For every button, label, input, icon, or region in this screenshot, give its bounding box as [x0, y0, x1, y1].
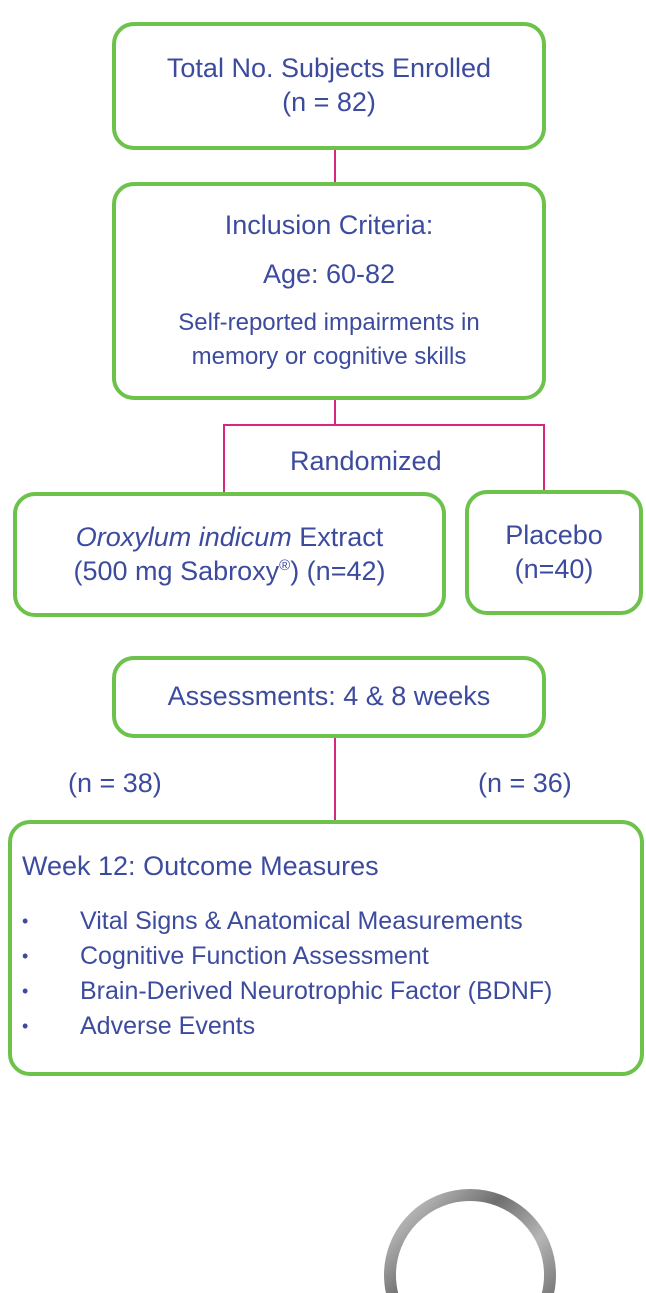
treatment-line-1: Oroxylum indicum Extract: [76, 521, 384, 555]
enrolled-count: (n = 82): [282, 87, 376, 117]
bullet-icon: •: [22, 980, 29, 1001]
outcome-measures-box: Week 12: Outcome Measures • Vital Signs &…: [8, 820, 644, 1076]
inclusion-line-1: Self-reported impairments in: [178, 309, 480, 337]
connector-assess-outcomes: [334, 738, 336, 820]
assessments-box: Assessments: 4 & 8 weeks: [112, 656, 546, 738]
outcome-item: Vital Signs & Anatomical Measurements: [80, 906, 523, 935]
treatment-line-2: (500 mg Sabroxy®) (n=42): [74, 555, 386, 589]
connector-inclusion-split: [334, 400, 336, 426]
inclusion-criteria-box: Inclusion Criteria: Age: 60-82 Self-repo…: [112, 182, 546, 400]
registered-mark: ®: [279, 556, 291, 574]
outcomes-list: • Vital Signs & Anatomical Measurements •…: [22, 904, 552, 1044]
outcome-item: Brain-Derived Neurotrophic Factor (BDNF): [80, 976, 553, 1005]
inclusion-line-2: memory or cognitive skills: [191, 342, 467, 370]
enrolled-title: Total No. Subjects Enrolled: [166, 53, 492, 84]
ring-icon: [384, 1189, 556, 1293]
treatment-arm-box: Oroxylum indicum Extract (500 mg Sabroxy…: [13, 492, 446, 617]
placebo-arm-box: Placebo (n=40): [465, 490, 643, 615]
placebo-completed-count: (n = 36): [478, 768, 572, 798]
list-item: • Vital Signs & Anatomical Measurements: [22, 904, 552, 939]
bullet-icon: •: [22, 910, 29, 931]
placebo-count: (n=40): [514, 553, 594, 584]
inclusion-age: Age: 60-82: [262, 259, 396, 290]
connector-right-drop: [543, 424, 545, 492]
outcome-item: Adverse Events: [80, 1011, 256, 1040]
list-item: • Adverse Events: [22, 1009, 552, 1044]
connector-enrolled-inclusion: [334, 150, 336, 182]
list-item: • Brain-Derived Neurotrophic Factor (BDNF…: [22, 974, 552, 1009]
outcome-item: Cognitive Function Assessment: [80, 941, 429, 970]
enrolled-box: Total No. Subjects Enrolled (n = 82): [112, 22, 546, 150]
connector-split-horizontal: [223, 424, 545, 426]
treatment-dose-suffix: ) (n=42): [290, 555, 386, 586]
assessments-label: Assessments: 4 & 8 weeks: [167, 681, 491, 712]
treatment-extract: Extract: [291, 521, 384, 552]
treatment-dose-prefix: (500 mg Sabroxy: [73, 555, 280, 586]
treatment-species: Oroxylum indicum: [75, 521, 292, 552]
inclusion-heading: Inclusion Criteria:: [224, 209, 434, 240]
placebo-label: Placebo: [505, 519, 603, 550]
list-item: • Cognitive Function Assessment: [22, 939, 552, 974]
treatment-completed-count: (n = 38): [68, 768, 162, 798]
randomized-label: Randomized: [290, 446, 442, 476]
bullet-icon: •: [22, 1015, 29, 1036]
connector-left-drop: [223, 424, 225, 494]
outcomes-title: Week 12: Outcome Measures: [22, 851, 379, 881]
bullet-icon: •: [22, 945, 29, 966]
